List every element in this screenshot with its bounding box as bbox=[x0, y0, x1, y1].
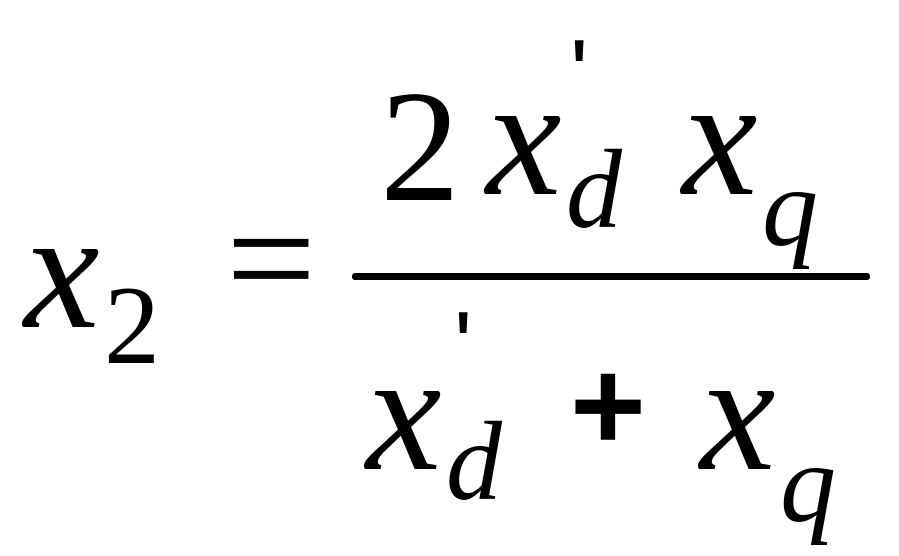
denominator-x-q: x bbox=[700, 318, 776, 506]
denominator-x-d: x bbox=[366, 318, 442, 506]
plus-sign: + bbox=[570, 332, 646, 478]
numerator-x-q: x bbox=[682, 43, 758, 231]
denominator-prime: ' bbox=[454, 292, 473, 399]
numerator-prime: ' bbox=[570, 20, 589, 127]
numerator-coefficient: 2 bbox=[380, 57, 460, 235]
lhs-variable: x bbox=[24, 176, 100, 364]
denominator-subscript-d: d bbox=[446, 400, 502, 524]
numerator-subscript-q: q bbox=[762, 146, 818, 270]
numerator-subscript-d: d bbox=[566, 128, 622, 252]
denominator-subscript-q: q bbox=[780, 422, 836, 546]
equals-sign: = bbox=[226, 169, 317, 347]
lhs-subscript: 2 bbox=[104, 264, 160, 388]
fraction-bar bbox=[352, 273, 870, 280]
numerator-x-d: x bbox=[486, 43, 562, 231]
